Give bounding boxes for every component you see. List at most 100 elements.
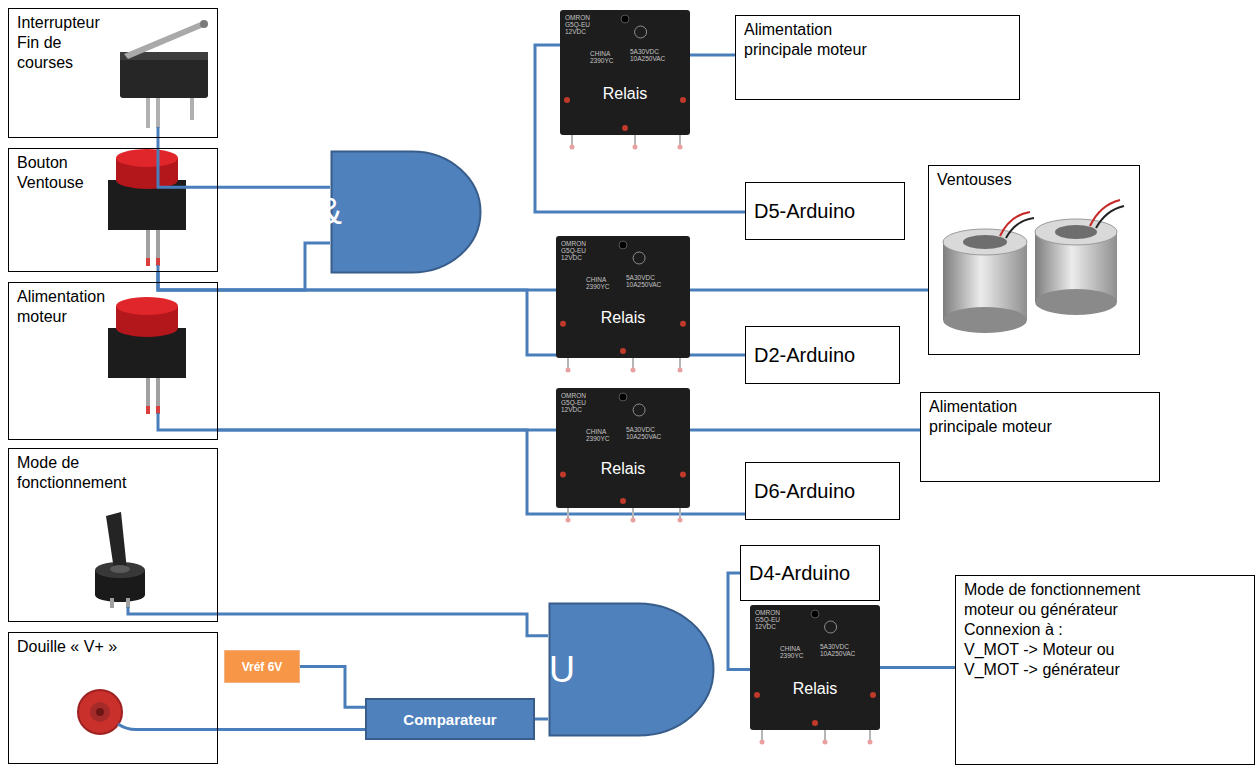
node-label: Mode de fonctionnement xyxy=(17,453,142,493)
wire-connector xyxy=(218,614,548,636)
relay-pin-tip xyxy=(566,368,571,373)
node-label: D2-Arduino xyxy=(754,344,855,367)
node-label: V_MOT -> générateur xyxy=(964,660,1144,680)
relay-pin xyxy=(571,135,573,146)
node-label: Comparateur xyxy=(403,711,496,728)
relay-pin-tip xyxy=(868,740,873,745)
relay-contact-dot xyxy=(560,471,566,477)
component-box: Alimentation moteur xyxy=(8,282,218,440)
relay: OMRON G5Q-EU 12VDCCHINA 2390YC5A30VDC 10… xyxy=(560,10,690,135)
relay-contact-dot xyxy=(870,692,876,698)
arduino-pin-box: D6-Arduino xyxy=(745,462,900,520)
relay-pin-tip xyxy=(823,740,828,745)
node-label: D4-Arduino xyxy=(749,562,850,585)
relay-contact-dot xyxy=(680,471,686,477)
socket-illustration xyxy=(78,690,218,734)
relay-marking: CHINA 2390YC xyxy=(780,645,816,659)
relay-pin-tip xyxy=(633,145,638,150)
relay-pin-tip xyxy=(631,518,636,523)
relay-pin xyxy=(869,730,871,741)
push-button-illustration xyxy=(108,149,186,272)
relay-contact-dot xyxy=(620,348,626,354)
relay-pin xyxy=(761,730,763,741)
node-label: Douille « V+ » xyxy=(17,637,207,657)
relay-pin-tip xyxy=(631,368,636,373)
relay-hole xyxy=(621,15,629,23)
relay-pin-tip xyxy=(570,145,575,150)
component-box: Interrupteur Fin de courses xyxy=(8,8,218,138)
node-label: D6-Arduino xyxy=(754,480,855,503)
relay-contact-dot xyxy=(564,97,570,103)
relay-pin-tip xyxy=(678,368,683,373)
gate-body xyxy=(332,152,481,273)
component-box: Alimentation principale moteur xyxy=(920,392,1160,482)
node-label: Alimentation principale moteur xyxy=(929,397,1069,437)
relay-hole xyxy=(619,393,627,401)
relay-pin-tip xyxy=(760,740,765,745)
node-label: V_MOT -> Moteur ou xyxy=(964,640,1144,660)
node-label: Bouton Ventouse xyxy=(17,153,97,193)
node-label: Vréf 6V xyxy=(242,660,283,674)
relay-contact-dot xyxy=(620,498,626,504)
relay-pin-tip xyxy=(678,145,683,150)
component-box: Mode de fonctionnement xyxy=(8,448,218,622)
relay: OMRON G5Q-EU 12VDCCHINA 2390YC5A30VDC 10… xyxy=(556,236,690,358)
node-label: Alimentation principale moteur xyxy=(744,20,884,60)
wire-connector xyxy=(880,666,955,669)
relay-marking: CHINA 2390YC xyxy=(586,428,622,442)
node-label: Interrupteur Fin de courses xyxy=(17,13,117,73)
relay-pin xyxy=(632,358,634,369)
relay-pin xyxy=(824,730,826,741)
component-box: Mode de fonctionnement moteur ou générat… xyxy=(955,575,1255,765)
node-label: Relais xyxy=(560,85,690,103)
certification-logo xyxy=(635,26,647,38)
relay-contact-dot xyxy=(622,125,628,131)
component-box: Bouton Ventouse xyxy=(8,148,218,272)
component-box: Ventouses xyxy=(928,165,1140,355)
relay-pin xyxy=(679,358,681,369)
relay-marking: OMRON G5Q-EU 12VDC xyxy=(565,14,599,35)
relay-contact-dot xyxy=(754,692,760,698)
certification-logo xyxy=(633,404,645,416)
relay-pin-tip xyxy=(678,518,683,523)
relay-hole xyxy=(619,241,627,249)
gate-outline xyxy=(330,150,482,274)
node-label: Connexion à : xyxy=(964,620,1144,640)
relay-marking: 5A30VDC 10A250VAC xyxy=(630,48,688,62)
node-label: D5-Arduino xyxy=(754,200,855,223)
relay-hole xyxy=(811,610,819,618)
relay-pin xyxy=(632,508,634,519)
arduino-pin-box: D4-Arduino xyxy=(740,545,880,601)
comparator-box: Comparateur xyxy=(365,698,535,740)
node-label: Relais xyxy=(750,680,880,698)
toggle-switch-illustration xyxy=(95,512,218,614)
relay-marking: 5A30VDC 10A250VAC xyxy=(626,426,684,440)
relay-pin xyxy=(679,135,681,146)
reference-voltage-box: Vréf 6V xyxy=(224,650,300,683)
node-label: Alimentation moteur xyxy=(17,287,127,327)
wire-connector xyxy=(690,289,928,292)
electromagnet-illustration xyxy=(943,200,1124,333)
relay-marking: OMRON G5Q-EU 12VDC xyxy=(755,609,789,630)
relay-contact-dot xyxy=(680,321,686,327)
relay-marking: 5A30VDC 10A250VAC xyxy=(820,643,878,657)
certification-logo xyxy=(633,252,645,264)
wire-connector xyxy=(158,138,330,187)
relay-marking: OMRON G5Q-EU 12VDC xyxy=(561,392,595,413)
node-label: & xyxy=(318,191,342,233)
push-button-illustration xyxy=(108,297,218,430)
node-label: Mode de fonctionnement moteur ou générat… xyxy=(964,580,1144,620)
relay-contact-dot xyxy=(812,720,818,726)
component-box: Alimentation principale moteur xyxy=(735,15,1020,100)
node-label: Relais xyxy=(556,460,690,478)
component-box: Douille « V+ » xyxy=(8,632,218,764)
wire-connector xyxy=(607,211,745,214)
relay-pin xyxy=(567,358,569,369)
relay: OMRON G5Q-EU 12VDC CHINA 2390YC 5A30VDC 10… xyxy=(750,605,880,730)
relay-marking: 5A30VDC 10A250VAC xyxy=(626,274,684,288)
relay-contact-dot xyxy=(680,97,686,103)
wire-connector xyxy=(300,667,365,708)
arduino-pin-box: D2-Arduino xyxy=(745,326,900,384)
microswitch-illustration xyxy=(120,20,208,138)
relay-pin-tip xyxy=(566,518,571,523)
